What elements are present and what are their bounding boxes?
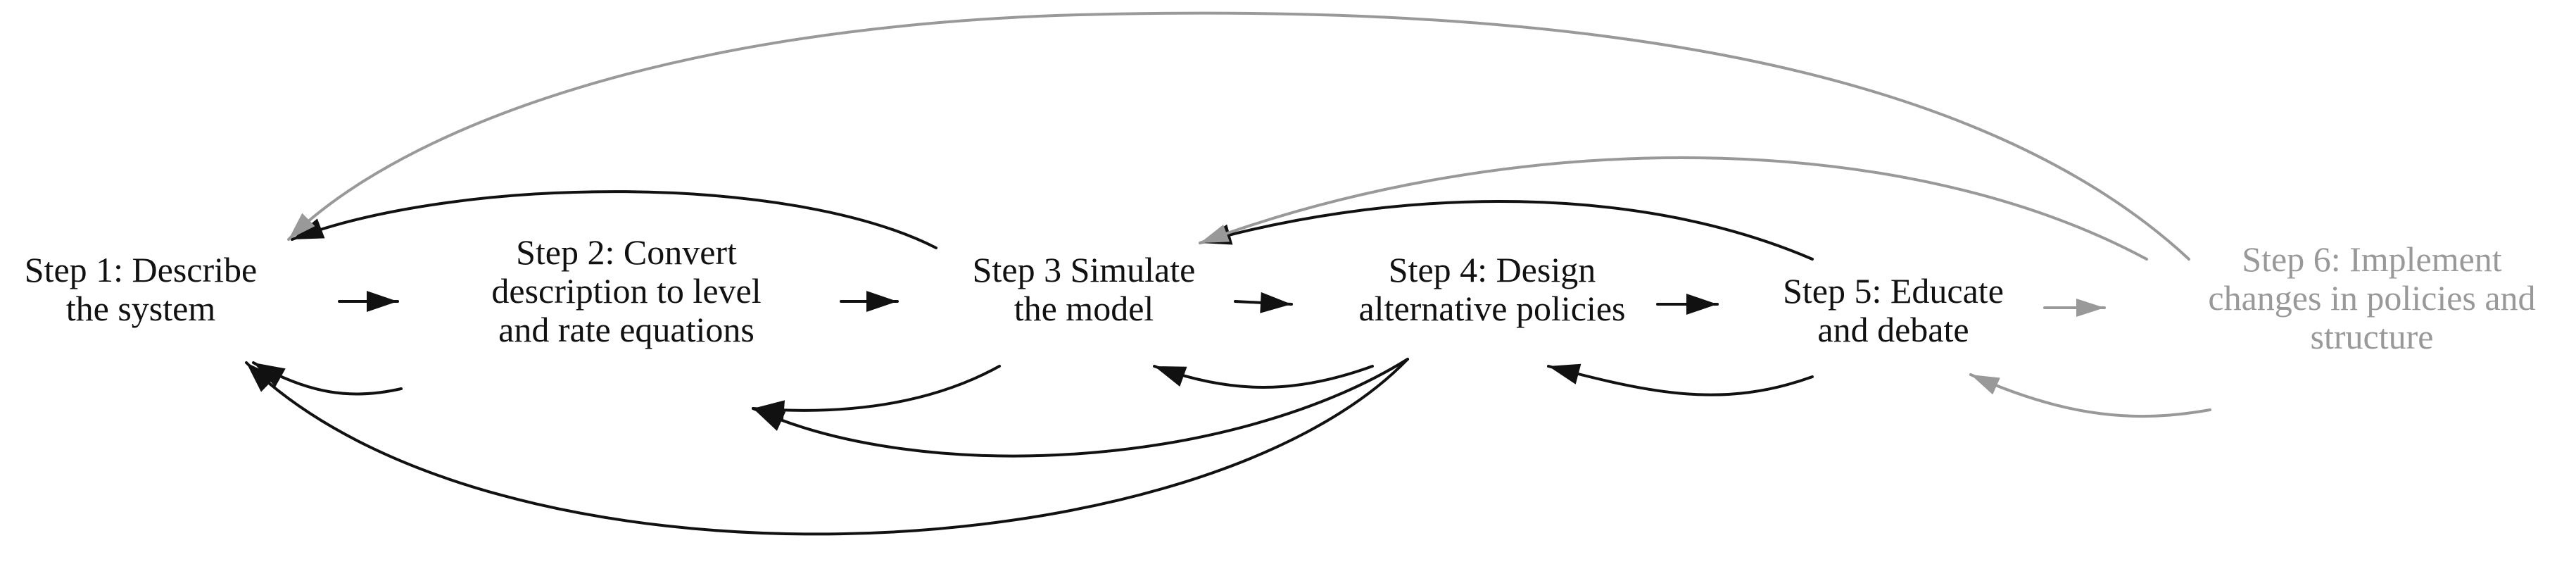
edges-layer [245, 11, 2211, 536]
arrowhead [866, 291, 897, 312]
arrowhead [753, 408, 786, 431]
arrowhead [367, 291, 398, 312]
arrowhead [1971, 375, 2000, 395]
arrowhead [1686, 294, 1717, 315]
node-label-line: Step 6: Implement [2242, 239, 2501, 279]
node-label-line: Step 5: Educate [1783, 271, 2004, 311]
node-label-line: Step 2: Convert [516, 232, 737, 272]
edge-step4-to-step1 [245, 358, 1409, 536]
edge-step3-to-step4 [1234, 292, 1293, 313]
arrowhead [1548, 363, 1581, 384]
node-label-line: and debate [1817, 310, 1969, 349]
edge-step1-to-step2 [338, 291, 399, 312]
edge-step6-to-step3 [1199, 156, 2148, 261]
edge-step4-to-step2 [752, 358, 1409, 458]
node-label-line: Step 4: Design [1389, 250, 1596, 289]
edge-step5-to-step6 [2043, 299, 2106, 317]
arrowhead [289, 213, 315, 239]
node-label-line: Step 1: Describe [25, 250, 257, 289]
node-label-line: structure [2311, 317, 2434, 356]
node-label-line: the system [66, 289, 216, 328]
arrowhead [1260, 292, 1292, 313]
node-label-line: changes in policies and [2208, 278, 2535, 318]
arrowhead [246, 363, 276, 392]
edge-step6-to-step5 [1969, 373, 2211, 418]
node-label-line: and rate equations [498, 310, 755, 349]
arrowhead [1154, 366, 1187, 387]
node-label-line: description to level [491, 271, 761, 311]
edge-step6-to-step1 [287, 11, 2190, 261]
edge-step3-to-step2 [752, 365, 1001, 422]
node-label-line: the model [1014, 289, 1154, 328]
edge-step4-to-step5 [1656, 294, 1719, 315]
arrowhead [2076, 299, 2104, 317]
node-label-line: alternative policies [1358, 289, 1625, 328]
arrowhead [1200, 224, 1230, 243]
edge-step5-to-step4 [1547, 363, 1814, 396]
edge-step4-to-step3 [1153, 365, 1374, 389]
node-label-line: Step 3 Simulate [973, 250, 1196, 289]
edge-step2-to-step3 [840, 291, 899, 312]
